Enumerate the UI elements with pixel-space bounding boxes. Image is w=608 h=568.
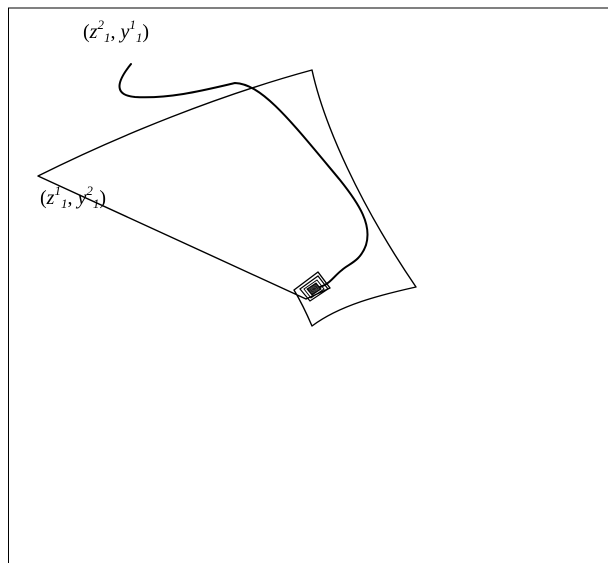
label-point-top: (z21, y11) (83, 18, 150, 45)
label-top-sub1: 1 (103, 30, 111, 45)
label-left-sup2: 2 (86, 183, 93, 198)
label-top-var1: z (89, 21, 98, 43)
inner-square-mid (303, 279, 325, 299)
label-top-var2: y (120, 21, 130, 43)
label-point-left: (z11, y21) (40, 184, 107, 211)
attractor-core (306, 282, 322, 296)
label-left-sub1: 1 (60, 196, 68, 211)
label-top-open-paren: ( (83, 21, 90, 43)
attractor-spiral (308, 284, 320, 294)
trajectory-curve-left (37, 69, 417, 327)
label-left-var2: y (77, 187, 87, 209)
label-left-var1: z (46, 187, 55, 209)
label-top-separator: , (110, 21, 121, 43)
label-left-sup1: 1 (54, 183, 61, 198)
label-top-sup2: 1 (129, 17, 136, 32)
label-left-open-paren: ( (40, 187, 47, 209)
trajectory-curve-top (118, 63, 369, 288)
label-left-close-paren: ) (99, 187, 107, 209)
label-left-separator: , (67, 187, 78, 209)
label-top-close-paren: ) (142, 21, 150, 43)
label-top-sup1: 2 (97, 17, 104, 32)
inner-square-outer (299, 275, 329, 302)
label-top-sub2: 1 (135, 30, 143, 45)
label-left-sub2: 1 (92, 196, 100, 211)
